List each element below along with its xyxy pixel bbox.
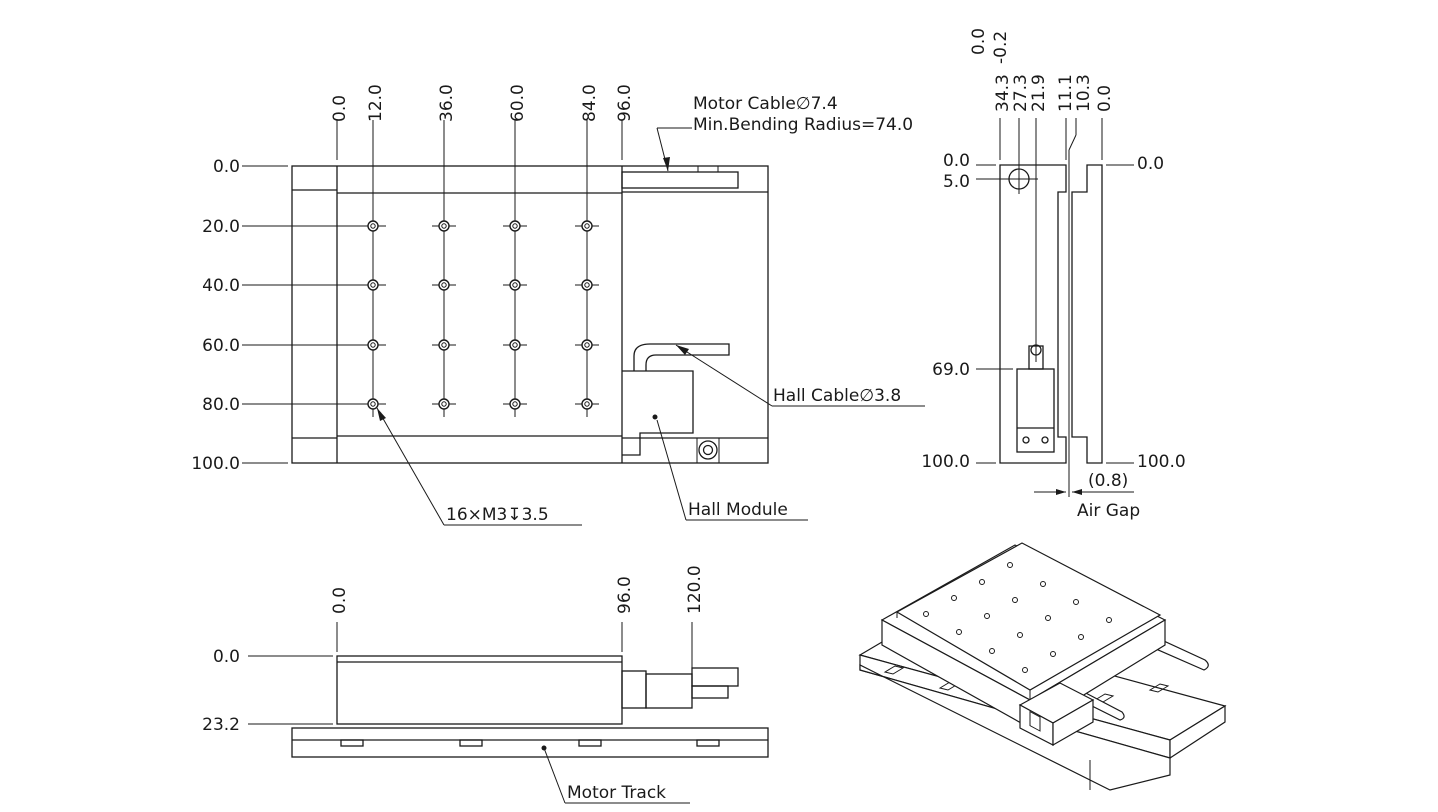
mounting-holes — [361, 214, 599, 416]
x-extension-lines — [336, 120, 623, 417]
top-x-label-5: 96.0 — [615, 84, 635, 122]
top-x-label-4: 84.0 — [580, 84, 600, 122]
mounting-hole — [575, 214, 599, 238]
iso-holes — [923, 562, 1112, 673]
mounting-hole — [503, 333, 527, 357]
front-y-label-1: 23.2 — [202, 715, 240, 735]
y-extension-lines — [242, 165, 386, 464]
mounting-hole — [432, 392, 456, 416]
mounting-hole — [575, 392, 599, 416]
side-x-label-1: 27.3 — [1011, 74, 1031, 112]
isometric-view — [858, 542, 1227, 791]
side-y-left-0: 0.0 — [943, 151, 970, 171]
mounting-hole — [361, 273, 385, 297]
side-y-right-0: 0.0 — [1137, 154, 1164, 174]
top-x-label-0: 0.0 — [330, 95, 350, 122]
side-x-top-label-0: 0.0 — [969, 28, 989, 55]
air-gap-value: (0.8) — [1088, 471, 1128, 491]
mounting-hole — [503, 273, 527, 297]
top-y-label-3: 60.0 — [202, 336, 240, 356]
top-x-label-2: 36.0 — [437, 84, 457, 122]
top-y-label-0: 0.0 — [213, 157, 240, 177]
hall-module-label: Hall Module — [688, 500, 788, 520]
mounting-hole — [575, 333, 599, 357]
front-x-label-0: 0.0 — [330, 587, 350, 614]
top-x-label-1: 12.0 — [366, 84, 386, 122]
side-x-label-4: 10.3 — [1074, 74, 1094, 112]
air-gap-label: Air Gap — [1077, 501, 1140, 521]
mounting-hole — [361, 214, 385, 238]
top-y-label-1: 20.0 — [202, 217, 240, 237]
top-y-label-5: 100.0 — [191, 454, 240, 474]
mounting-hole — [432, 214, 456, 238]
side-y-left-1: 5.0 — [943, 172, 970, 192]
side-x-label-3: 11.1 — [1056, 74, 1076, 112]
mounting-hole — [503, 214, 527, 238]
side-x-top-label-1: -0.2 — [991, 31, 1011, 64]
side-y-left-2: 69.0 — [932, 360, 970, 380]
mounting-hole — [432, 273, 456, 297]
side-x-label-2: 21.9 — [1029, 74, 1049, 112]
side-y-left-3: 100.0 — [921, 452, 970, 472]
front-x-label-2: 120.0 — [685, 565, 705, 614]
side-view: 34.3 27.3 21.9 11.1 10.3 0.0 0.0 -0.2 0.… — [921, 28, 1185, 521]
mounting-hole — [503, 392, 527, 416]
side-y-right-1: 100.0 — [1137, 452, 1186, 472]
top-view: 0.0 12.0 36.0 60.0 84.0 96.0 0.0 20.0 40… — [191, 84, 925, 526]
side-x-label-0: 34.3 — [993, 74, 1013, 112]
top-y-label-2: 40.0 — [202, 276, 240, 296]
side-x-label-5: 0.0 — [1095, 85, 1115, 112]
hall-cable-label: Hall Cable∅3.8 — [773, 386, 901, 406]
holes-label: 16×M3↧3.5 — [446, 505, 549, 525]
bending-radius-label: Min.Bending Radius=74.0 — [693, 115, 913, 135]
mounting-hole — [432, 333, 456, 357]
top-x-label-3: 60.0 — [508, 84, 528, 122]
mounting-hole — [361, 333, 385, 357]
mounting-hole — [575, 273, 599, 297]
mounting-hole — [361, 392, 385, 416]
motor-cable-label: Motor Cable∅7.4 — [693, 94, 838, 114]
top-y-label-4: 80.0 — [202, 395, 240, 415]
front-view: 0.0 96.0 120.0 0.0 23.2 Motor Track — [202, 565, 769, 804]
front-x-label-1: 96.0 — [615, 576, 635, 614]
motor-track-label: Motor Track — [567, 783, 666, 803]
front-y-label-0: 0.0 — [213, 647, 240, 667]
